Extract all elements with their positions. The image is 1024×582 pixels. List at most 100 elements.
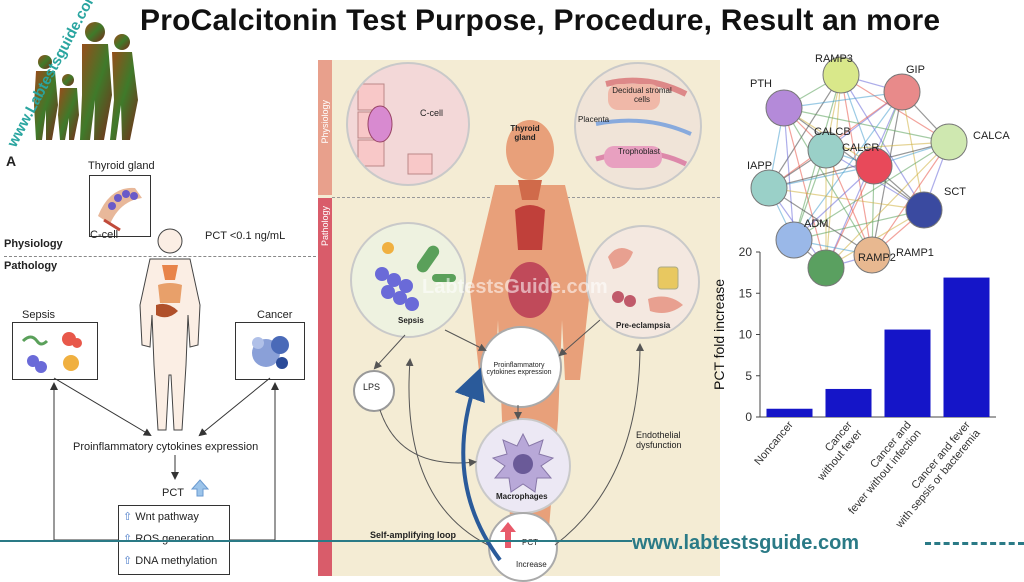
human-body-icon <box>139 228 201 431</box>
preeclampsia-circle <box>586 225 700 339</box>
network-node <box>905 191 943 229</box>
chart-bar <box>825 388 872 417</box>
network-edge <box>825 165 875 269</box>
network-edge <box>793 141 950 241</box>
network-node-label: RAMP2 <box>858 252 896 264</box>
pathway-item: ⇧ ROS generation <box>123 533 215 545</box>
cytokines-circle <box>480 326 562 408</box>
cytokines-b-label: Proinflammatory cytokines expression <box>486 362 552 376</box>
pathway-item: ⇧ Wnt pathway <box>123 511 199 523</box>
network-node-label: RAMP1 <box>896 247 934 259</box>
pct-level-label: PCT <0.1 ng/mL <box>205 230 286 242</box>
sepsis-b-label: Sepsis <box>398 316 424 325</box>
increase-label: Increase <box>516 560 547 569</box>
divider-line <box>4 256 316 257</box>
footer-line <box>0 540 632 542</box>
sepsis-circle <box>350 222 466 338</box>
panel-a-letter: A <box>6 153 17 169</box>
preeclampsia-label: Pre-eclampsia <box>616 321 671 330</box>
thyroid-inset <box>89 175 151 237</box>
network-node <box>807 249 845 287</box>
network-node <box>855 147 893 185</box>
x-tick-label: Noncancer <box>752 419 796 468</box>
network-node-label: GIP <box>906 64 925 76</box>
macrophage-icon <box>491 432 555 493</box>
cancer-box <box>235 322 305 380</box>
placenta-circle <box>574 62 702 190</box>
network-node <box>930 123 968 161</box>
cytokines-expression-label: Proinflammatory cytokines expression <box>73 441 259 453</box>
bacteria-icon <box>21 332 82 373</box>
lps-circle <box>353 370 395 412</box>
watermark-text: LabtestsGuide.com <box>422 276 608 298</box>
network-edge <box>783 107 827 269</box>
page-title: ProCalcitonin Test Purpose, Procedure, R… <box>140 4 941 37</box>
network-node-label: RAMP3 <box>815 53 853 65</box>
thyroid-gland-label: Thyroid gland <box>88 160 155 172</box>
bacteria-cluster-icon <box>375 242 456 311</box>
pct-label: PCT <box>162 487 184 499</box>
y-tick-label: 15 <box>739 286 753 300</box>
physiology-label: Physiology <box>4 238 63 250</box>
pct-b-label: PCT <box>522 538 538 547</box>
cancer-label: Cancer <box>257 309 293 321</box>
footer-dashes <box>925 542 1024 545</box>
macrophages-label: Macrophages <box>496 492 548 501</box>
network-node <box>807 131 845 169</box>
network-node-label: ADM <box>804 218 829 230</box>
footer-url[interactable]: www.labtestsguide.com <box>632 532 860 554</box>
network-node-label: PTH <box>750 78 772 90</box>
network-node-label: CALCA <box>973 130 1010 142</box>
family-silhouette-icon <box>34 22 138 140</box>
logo <box>0 0 150 150</box>
network-node <box>822 56 860 94</box>
network-edge <box>825 141 950 151</box>
macrophages-circle <box>475 418 571 514</box>
network-node <box>853 236 891 274</box>
network-node-label: CALCB <box>814 126 851 138</box>
network-edge <box>768 187 873 256</box>
cancer-cells-icon <box>252 336 289 369</box>
network-edge <box>768 187 925 211</box>
up-arrow-icon: ⇧ <box>123 511 133 523</box>
y-tick-label: 10 <box>739 328 753 342</box>
chart-bar <box>884 329 931 417</box>
c-cell-label: C-cell <box>90 229 119 241</box>
network-edge <box>783 91 903 109</box>
pathology-label: Pathology <box>4 260 58 272</box>
y-tick-label: 5 <box>745 369 752 383</box>
network-edge <box>825 149 873 256</box>
network-node <box>883 73 921 111</box>
protein-network <box>750 56 968 287</box>
x-tick-label-line: Noncancer <box>752 419 796 468</box>
sepsis-label: Sepsis <box>22 309 56 321</box>
placenta-icon <box>595 77 692 168</box>
up-arrow-icon: ⇧ <box>123 533 133 545</box>
c-cell-circle <box>346 62 470 186</box>
decidual-label: Decidual stromal cells <box>612 86 672 104</box>
y-tick-label: 20 <box>739 245 753 259</box>
c-cell-circle-label: C-cell <box>420 108 444 118</box>
sepsis-box <box>12 322 98 380</box>
c-cell-icon <box>357 83 433 175</box>
network-node <box>765 89 803 127</box>
y-tick-label: 0 <box>745 410 752 424</box>
lps-label: LPS <box>363 382 381 392</box>
network-edge <box>783 107 950 143</box>
thyroid-cell-icon <box>98 187 142 232</box>
network-node-label: SCT <box>944 186 966 198</box>
trophoblast-label: Trophoblast <box>618 147 660 156</box>
chart-bar <box>766 408 813 417</box>
increase-arrow-icon <box>499 520 517 555</box>
human-body-figure <box>120 225 220 435</box>
network-node <box>775 221 813 259</box>
organs-icon <box>608 248 683 313</box>
pathway-item: ⇧ DNA methylation <box>123 555 218 567</box>
network-node-label: CALCR <box>842 142 880 154</box>
thyroid-gland-b-label: Thyroid gland <box>510 124 540 142</box>
self-amplifying-loop-label: Self-amplifying loop <box>370 530 457 540</box>
network-node <box>750 169 788 207</box>
